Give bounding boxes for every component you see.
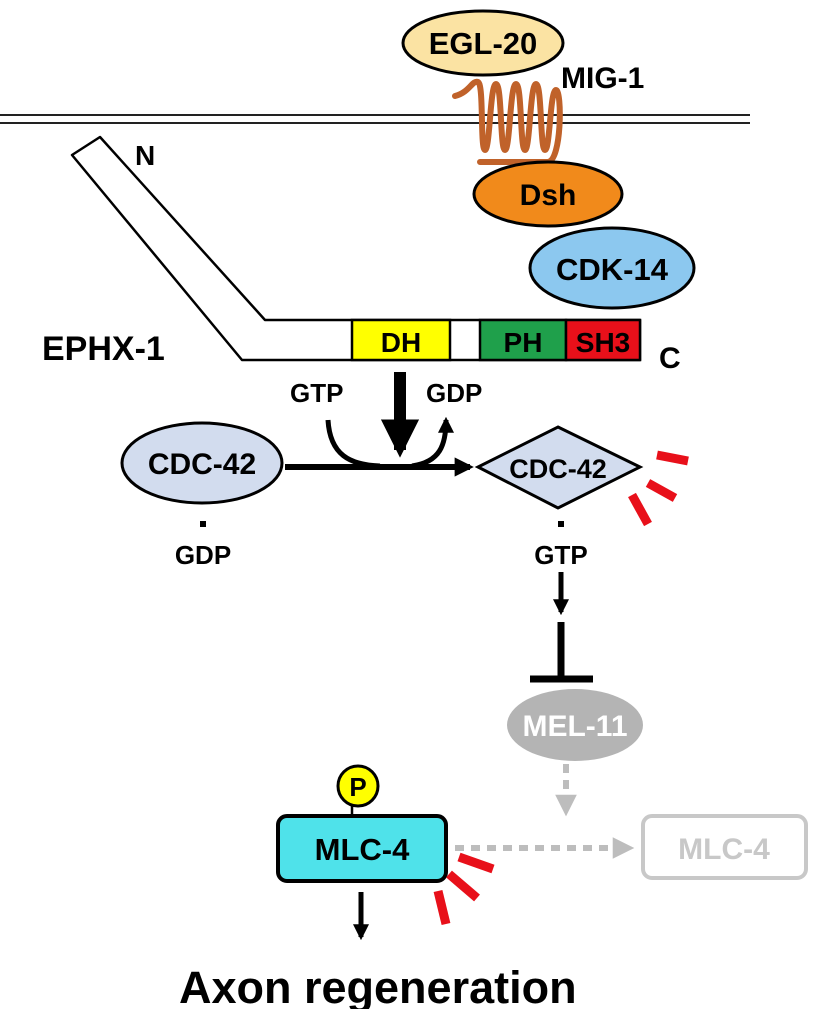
egl20-label: EGL-20 [429,26,538,61]
ephx1-label: EPHX-1 [42,330,165,368]
mlc4-inactive-node: MLC-4 [641,814,808,880]
mlc4-active-label: MLC-4 [315,832,410,867]
gtp-in-curve [325,419,381,469]
egl20-node: EGL-20 [401,9,565,77]
cdk14-node: CDK-14 [528,226,696,310]
gtp-in-label: GTP [290,378,343,408]
cdc42-gdp-node: CDC-42 [120,421,284,505]
ph-domain-label: PH [504,327,543,358]
dsh-node: Dsh [472,160,624,228]
gdp-out-label: GDP [426,378,482,408]
mel11-node: MEL-11 [507,689,643,761]
cdc42-gdp-label: CDC-42 [148,448,256,481]
cdc42-gdp-nucleotide: GDP [175,540,231,570]
phospho-mark: P [336,764,380,808]
sh3-domain-label: SH3 [576,327,630,358]
mel11-label: MEL-11 [522,710,627,743]
mlc4-active-node: MLC-4 [276,814,448,883]
cdc42-gtp-label: CDC-42 [509,454,607,484]
outcome-label: Axon regeneration [179,962,577,1009]
cdk14-label: CDK-14 [556,252,669,287]
mig1-label: MIG-1 [561,62,644,95]
mlc4-inactive-label: MLC-4 [678,833,770,866]
sh3-domain [564,318,642,362]
plasma-membrane [0,114,750,124]
n-terminus-label: N [135,140,155,171]
cdc42-gtp-nucleotide: GTP [534,540,587,570]
phospho-mark-label: P [349,772,366,802]
mlc4-activity-marks [433,852,495,926]
c-terminus-label: C [659,342,681,375]
cdc42-activity-marks [628,450,689,527]
cdc42-gtp-node: CDC-42 [474,425,644,510]
ephx1-protein: DH PH SH3 [70,135,642,362]
cdc42-gdp-bond [200,521,206,527]
mig1-receptor-coil [452,78,563,165]
gdp-out-curve [411,416,454,469]
dh-domain-label: DH [381,327,421,358]
dh-domain [350,318,452,362]
cdc42-gtp-bond [558,521,564,527]
dsh-label: Dsh [520,179,577,212]
